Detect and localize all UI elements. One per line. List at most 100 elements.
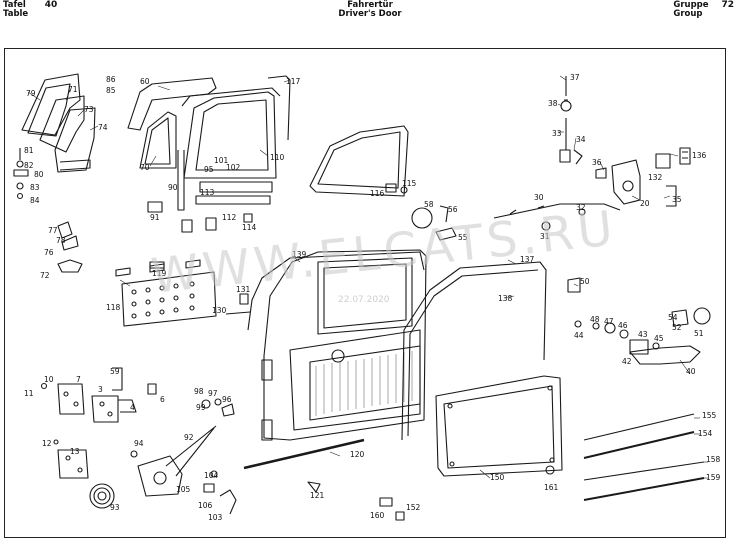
part-callout-104: 104 xyxy=(204,471,219,480)
sill-strip-part xyxy=(243,438,365,470)
group-number: 72 xyxy=(721,0,734,10)
watermark-date: 22.07.2020 xyxy=(338,295,390,305)
part-callout-20: 20 xyxy=(640,199,650,208)
vent-glass-2-part xyxy=(54,107,96,173)
part-callout-130: 130 xyxy=(212,306,227,315)
part-callout-76: 76 xyxy=(44,248,54,257)
part-callout-116: 116 xyxy=(370,189,385,198)
door-shell-part xyxy=(263,249,427,441)
quarter-glass-part xyxy=(139,111,177,169)
window-spring-part xyxy=(89,483,115,509)
part-callout-102: 102 xyxy=(226,163,241,172)
part-callout-90: 90 xyxy=(168,183,178,192)
part-callout-136: 136 xyxy=(692,151,707,160)
vent-window-part xyxy=(309,125,409,197)
lower-hinge-part xyxy=(57,449,89,479)
glass-channel-part xyxy=(177,150,185,211)
part-callout-121: 121 xyxy=(310,491,325,500)
part-callout-139: 139 xyxy=(292,250,307,259)
part-callout-96: 96 xyxy=(222,395,232,404)
part-callout-7: 7 xyxy=(76,375,81,384)
lock-washer-part xyxy=(574,320,582,328)
trim-strip-155-part xyxy=(583,413,695,441)
trim-strip-159-part xyxy=(583,477,705,501)
part-callout-81: 81 xyxy=(24,146,34,155)
part-callout-105: 105 xyxy=(176,485,191,494)
part-callout-154: 154 xyxy=(698,429,713,438)
part-callout-3: 3 xyxy=(98,385,103,394)
upper-hinge-part xyxy=(57,383,85,415)
part-callout-42: 42 xyxy=(622,357,632,366)
window-frame-part xyxy=(127,77,217,131)
part-callout-54: 54 xyxy=(668,313,678,322)
table-label-en: Table xyxy=(3,9,29,19)
part-callout-93: 93 xyxy=(110,503,120,512)
part-callout-92: 92 xyxy=(184,433,194,442)
part-callout-46: 46 xyxy=(618,321,628,330)
part-callout-73: 73 xyxy=(84,105,94,114)
part-callout-31: 31 xyxy=(540,232,550,241)
part-callout-50: 50 xyxy=(580,277,590,286)
part-callout-85: 85 xyxy=(106,86,116,95)
part-callout-37: 37 xyxy=(570,73,580,82)
part-callout-150: 150 xyxy=(490,473,505,482)
part-callout-106: 106 xyxy=(198,501,213,510)
part-callout-82: 82 xyxy=(24,161,34,170)
part-callout-72: 72 xyxy=(40,271,50,280)
part-callout-110: 110 xyxy=(270,153,285,162)
part-callout-80: 80 xyxy=(34,170,44,179)
trim-plate-part xyxy=(121,271,217,327)
door-panel-hatch xyxy=(315,351,413,416)
part-callout-132: 132 xyxy=(648,173,663,182)
part-callout-48: 48 xyxy=(590,315,600,324)
part-callout-160: 160 xyxy=(370,511,385,520)
part-callout-32: 32 xyxy=(576,203,586,212)
part-callout-38: 38 xyxy=(548,99,558,108)
part-callout-34: 34 xyxy=(576,135,586,144)
part-callout-131: 131 xyxy=(236,285,251,294)
part-callout-45: 45 xyxy=(654,334,664,343)
part-callout-84: 84 xyxy=(30,196,40,205)
watermark-text: WWW.ELCATS.RU xyxy=(149,200,620,305)
part-callout-58: 58 xyxy=(424,200,434,209)
part-callout-99: 99 xyxy=(196,403,206,412)
trim-strip-154-part xyxy=(583,431,695,459)
part-callout-35: 35 xyxy=(672,195,682,204)
vent-frame-part xyxy=(21,73,81,136)
part-callout-52: 52 xyxy=(672,323,682,332)
part-callout-55: 55 xyxy=(458,233,468,242)
part-callout-33: 33 xyxy=(552,129,562,138)
part-callout-137: 137 xyxy=(520,255,535,264)
part-callout-40: 40 xyxy=(686,367,696,376)
part-callout-13: 13 xyxy=(70,447,80,456)
part-callout-70: 70 xyxy=(140,163,150,172)
outer-skin-frame-part xyxy=(401,261,547,441)
part-callout-74: 74 xyxy=(98,123,108,132)
group-label: Gruppe 72 Group xyxy=(673,1,734,19)
part-callout-79: 79 xyxy=(26,89,36,98)
part-callout-11: 11 xyxy=(24,389,34,398)
part-callout-91: 91 xyxy=(150,213,160,222)
trim-plate-holes xyxy=(131,281,195,319)
part-callout-77: 77 xyxy=(48,226,58,235)
part-callout-97: 97 xyxy=(208,389,218,398)
diagram-frame xyxy=(4,48,726,538)
part-callout-30: 30 xyxy=(534,193,544,202)
part-callout-161: 161 xyxy=(544,483,559,492)
vent-seal-part xyxy=(39,95,85,153)
part-callout-138: 138 xyxy=(498,294,513,303)
part-callout-118: 118 xyxy=(106,303,121,312)
table-number: 40 xyxy=(44,0,58,10)
group-label-en: Group xyxy=(673,9,703,19)
group-label-de: Gruppe xyxy=(673,0,709,10)
window-crank-part xyxy=(219,489,237,515)
part-callout-12: 12 xyxy=(42,439,52,448)
part-callout-98: 98 xyxy=(194,387,204,396)
trim-strip-158-part xyxy=(583,461,705,481)
part-callout-114: 114 xyxy=(242,223,257,232)
part-callout-155: 155 xyxy=(702,411,717,420)
bracket-part xyxy=(147,201,163,213)
part-callout-6: 6 xyxy=(160,395,165,404)
